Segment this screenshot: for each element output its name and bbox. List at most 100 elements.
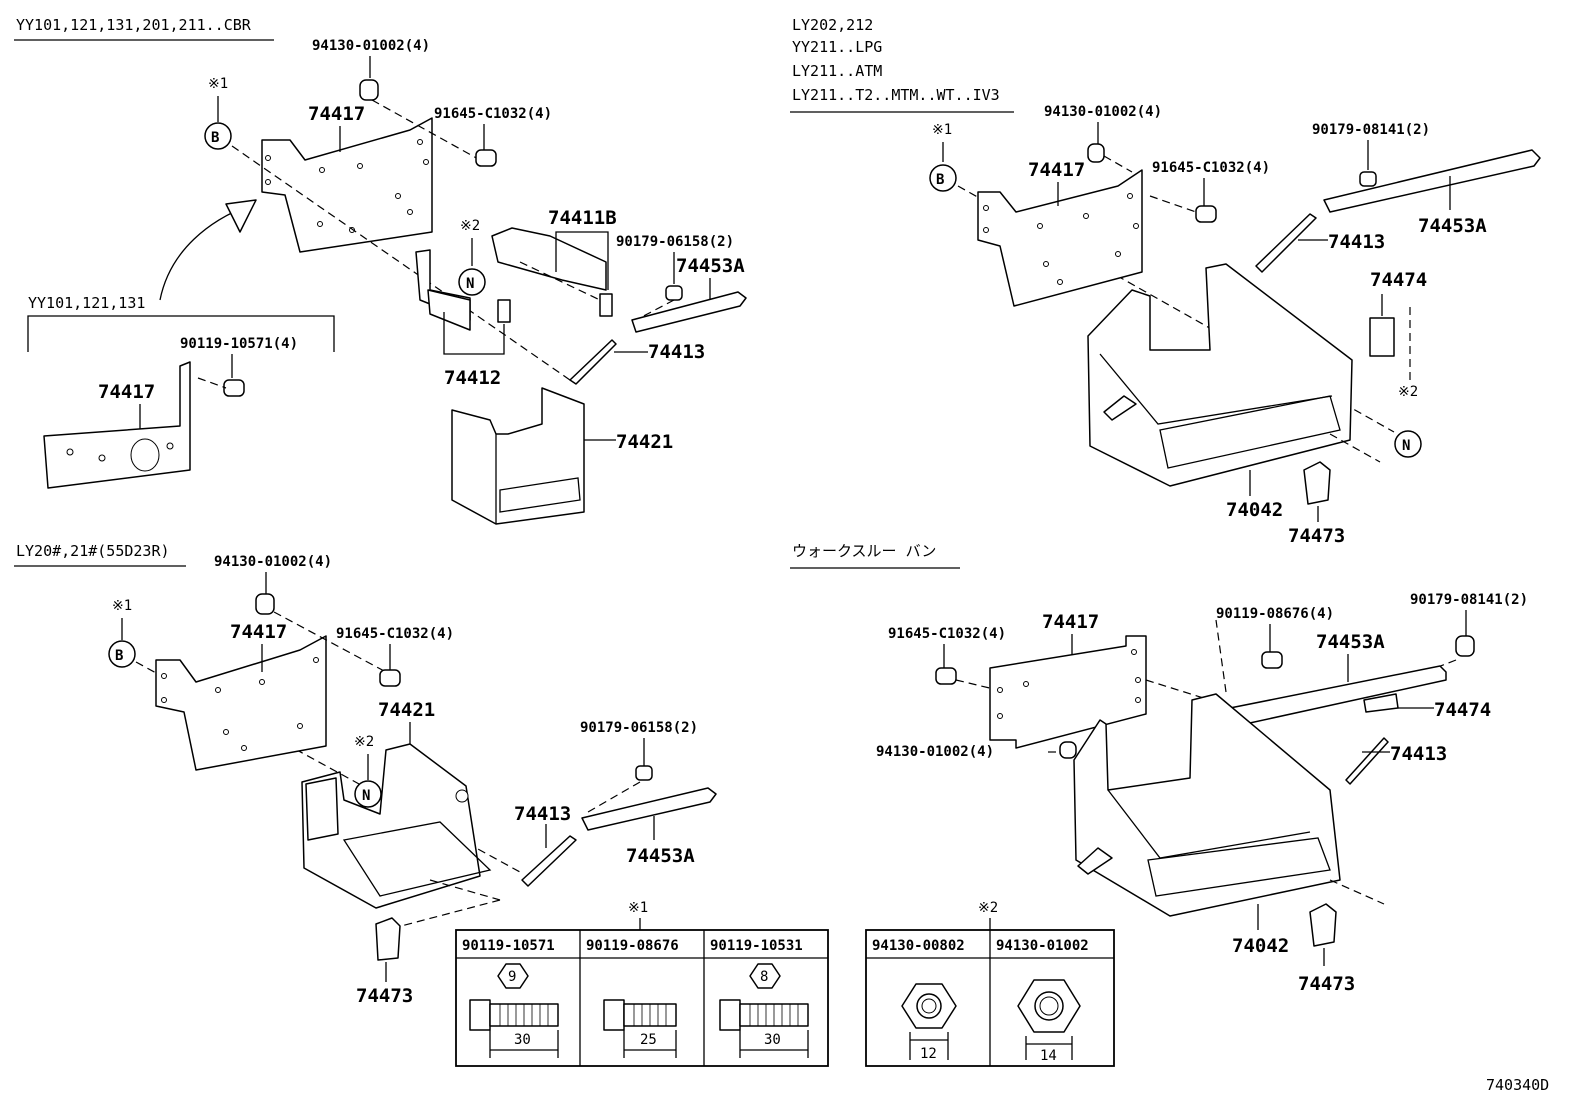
part-label-bolt: 91645-C1032(4): [1152, 160, 1270, 176]
carrier-edge: [1099, 353, 1333, 425]
part-label-bolt: 91645-C1032(4): [434, 106, 552, 122]
section-header: ウォークスルー バン: [792, 542, 936, 560]
assembly-line: [635, 299, 675, 321]
table-header-cell: 94130-01002: [996, 938, 1089, 954]
part-label-74453a: 74453A: [676, 255, 745, 277]
table-header-cell: 94130-00802: [872, 938, 965, 954]
part-label-74453a: 74453A: [1316, 631, 1385, 653]
part-label-74413: 74413: [514, 803, 571, 825]
ref-circle-n-label: N: [1402, 438, 1410, 454]
assembly-line: [1215, 619, 1227, 693]
part-label-74453a: 74453A: [1418, 215, 1487, 237]
bolt-icon: [1195, 205, 1217, 223]
part-label-bolt: 91645-C1032(4): [888, 626, 1006, 642]
note-mark-1: ※1: [208, 76, 228, 92]
section-header: YY101,121,131,201,211..CBR: [16, 16, 252, 34]
part-label-74473: 74473: [356, 985, 413, 1007]
nut-spec-table: ※2 94130-00802 94130-01002 12 14: [865, 900, 1115, 1067]
note-mark-1: ※1: [932, 122, 952, 138]
part-label-74474: 74474: [1434, 699, 1491, 721]
note-mark-2: ※2: [460, 218, 480, 234]
bolt-badge: 9: [508, 969, 516, 985]
assembly-line: [1149, 195, 1197, 213]
carrier-floor: [1159, 395, 1341, 469]
carrier-part: [1073, 693, 1341, 917]
part-label-bolt-b: 90119-08676(4): [1216, 606, 1334, 622]
clamp-part: [427, 289, 471, 331]
carrier-tab: [1103, 395, 1137, 421]
carrier-floor: [1147, 837, 1331, 897]
bracket-plate: [261, 117, 433, 253]
ref-circle-b-label: B: [936, 172, 944, 188]
assembly-line: [587, 781, 641, 813]
table-mark-1: ※1: [628, 900, 648, 916]
arrow-head-icon: [225, 199, 257, 233]
sub-plate-hole: [130, 438, 160, 472]
ref-circle-n-label: N: [362, 788, 370, 804]
assembly-line: [231, 145, 571, 381]
ref-circle-b: [929, 164, 957, 192]
holder-bar: [631, 291, 747, 333]
assembly-line: [1145, 679, 1211, 701]
ref-circle-n-label: N: [466, 276, 474, 292]
hex-badge-icon: [749, 963, 781, 989]
section-header-line: LY202,212: [792, 16, 873, 34]
holder-bar: [581, 787, 717, 831]
figure-id: 740340D: [1486, 1076, 1549, 1094]
bolt-head-icon: [719, 999, 741, 1031]
nut-size: 14: [1040, 1048, 1057, 1064]
note-mark-1: ※1: [112, 598, 132, 614]
clamp-pad: [497, 299, 511, 323]
screw-icon: [665, 285, 683, 301]
tray-floor: [499, 477, 581, 513]
part-label-sub-bolt: 90119-10571(4): [180, 336, 298, 352]
bolt-length: 25: [640, 1032, 657, 1048]
section-bottom-right: ウォークスルー バン 91645-C1032(4) 74417 94130-01…: [790, 542, 1528, 995]
clamp-b-pad: [599, 293, 613, 317]
nut-size: 12: [920, 1046, 937, 1062]
part-label-nut: 94130-01002(4): [876, 744, 994, 760]
tray-hole: [455, 789, 469, 803]
bolt-icon: [935, 667, 957, 685]
clamp-bracket: [443, 312, 505, 355]
clamp-b-part: [491, 227, 607, 291]
ref-circle-b: [204, 122, 232, 150]
assembly-line: [371, 99, 481, 161]
part-label-74413: 74413: [1390, 743, 1447, 765]
table-mark-2: ※2: [978, 900, 998, 916]
nut-icon: [1087, 143, 1105, 163]
holder-bar: [1229, 665, 1447, 727]
part-label-74412: 74412: [444, 367, 501, 389]
part-label-screw: 90179-06158(2): [616, 234, 734, 250]
assembly-line: [1103, 155, 1133, 173]
part-label-74042: 74042: [1232, 935, 1289, 957]
assembly-line: [1329, 879, 1385, 905]
part-label-74413: 74413: [1328, 231, 1385, 253]
section-top-right: LY202,212 YY211..LPG LY211..ATM LY211..T…: [790, 16, 1541, 547]
section-top-left: YY101,121,131,201,211..CBR ※1 B 74417 94…: [14, 16, 747, 525]
nut-icon: [359, 79, 379, 101]
rod-part: [521, 835, 577, 887]
section-header-line: LY211..T2..MTM..WT..IV3: [792, 86, 1000, 104]
bracket-plate: [977, 169, 1143, 307]
part-label-74042: 74042: [1226, 499, 1283, 521]
screw-icon: [635, 765, 653, 781]
part-label-74413: 74413: [648, 341, 705, 363]
ref-circle-n: [1394, 430, 1422, 458]
part-label-screw: 90179-08141(2): [1312, 122, 1430, 138]
bolt-length: 30: [764, 1032, 781, 1048]
part-label-74411b: 74411B: [548, 207, 617, 229]
section-header-line: LY211..ATM: [792, 62, 882, 80]
note-mark-2: ※2: [354, 734, 374, 750]
bolt-icon: [223, 379, 245, 397]
part-label-nut: 94130-01002(4): [1044, 104, 1162, 120]
tray-floor: [342, 821, 492, 897]
part-label-74417: 74417: [230, 621, 287, 643]
tray-tab: [305, 777, 339, 841]
table-header-cell: 90119-08676: [586, 938, 679, 954]
bolt-spec-table: ※1 90119-10571 90119-08676 90119-10531 9…: [455, 900, 829, 1067]
nut-icon: [1059, 741, 1077, 759]
hex-badge-icon: [497, 963, 529, 989]
part-label-screw: 90179-06158(2): [580, 720, 698, 736]
carrier-part: [1087, 263, 1353, 487]
